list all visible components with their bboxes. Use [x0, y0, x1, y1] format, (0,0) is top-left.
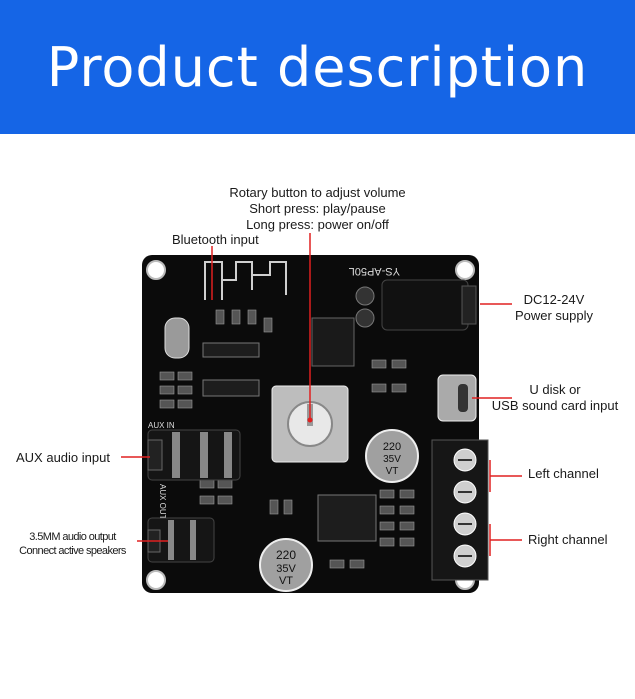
- capacitor-large: 220 35V VT: [365, 429, 419, 483]
- model-silkscreen: YS-AP50L: [349, 265, 400, 277]
- cap-small-line3: VT: [279, 575, 293, 587]
- dc-power-label: DC12-24V Power supply: [514, 292, 594, 323]
- page-title: Product description: [46, 35, 589, 99]
- rotary-encoder: [271, 385, 349, 463]
- cap-small-line2: 35V: [276, 563, 296, 575]
- dc-power-jack: [355, 279, 477, 331]
- left-channel-label: Left channel: [528, 466, 599, 481]
- ic-chips: [202, 342, 377, 542]
- aux-in-silkscreen: AUX IN: [148, 421, 175, 430]
- usb-label: U disk or USB sound card input: [491, 382, 619, 413]
- cap-large-line1: 220: [383, 441, 401, 453]
- bluetooth-label: Bluetooth input: [172, 232, 259, 247]
- bluetooth-antenna: [204, 261, 287, 300]
- smd-components: [159, 309, 415, 569]
- aux-out-silkscreen: AUX OUT: [158, 484, 167, 520]
- crystal-oscillator: [164, 317, 190, 359]
- usb-c-port: [437, 374, 477, 422]
- speaker-terminal: [431, 439, 489, 581]
- usb-c-opening: [458, 384, 468, 412]
- cap-large-line2: 35V: [383, 454, 401, 465]
- rotary-label: Rotary button to adjust volume Short pre…: [229, 185, 406, 232]
- callout-lines: [121, 233, 522, 556]
- aux-input-label: AUX audio input: [16, 450, 110, 465]
- cap-large-line3: VT: [386, 466, 399, 477]
- title-banner: Product description: [0, 0, 635, 134]
- aux-out-jack: [147, 517, 215, 563]
- voltage-regulator: [311, 317, 355, 367]
- right-channel-label: Right channel: [528, 532, 608, 547]
- aux-in-jack: [147, 429, 241, 481]
- audio-output-label: 3.5MM audio output Connect active speake…: [19, 531, 126, 557]
- capacitor-small: 220 35V VT: [259, 538, 313, 592]
- callout-dot: [307, 417, 313, 423]
- cap-small-line1: 220: [276, 548, 296, 562]
